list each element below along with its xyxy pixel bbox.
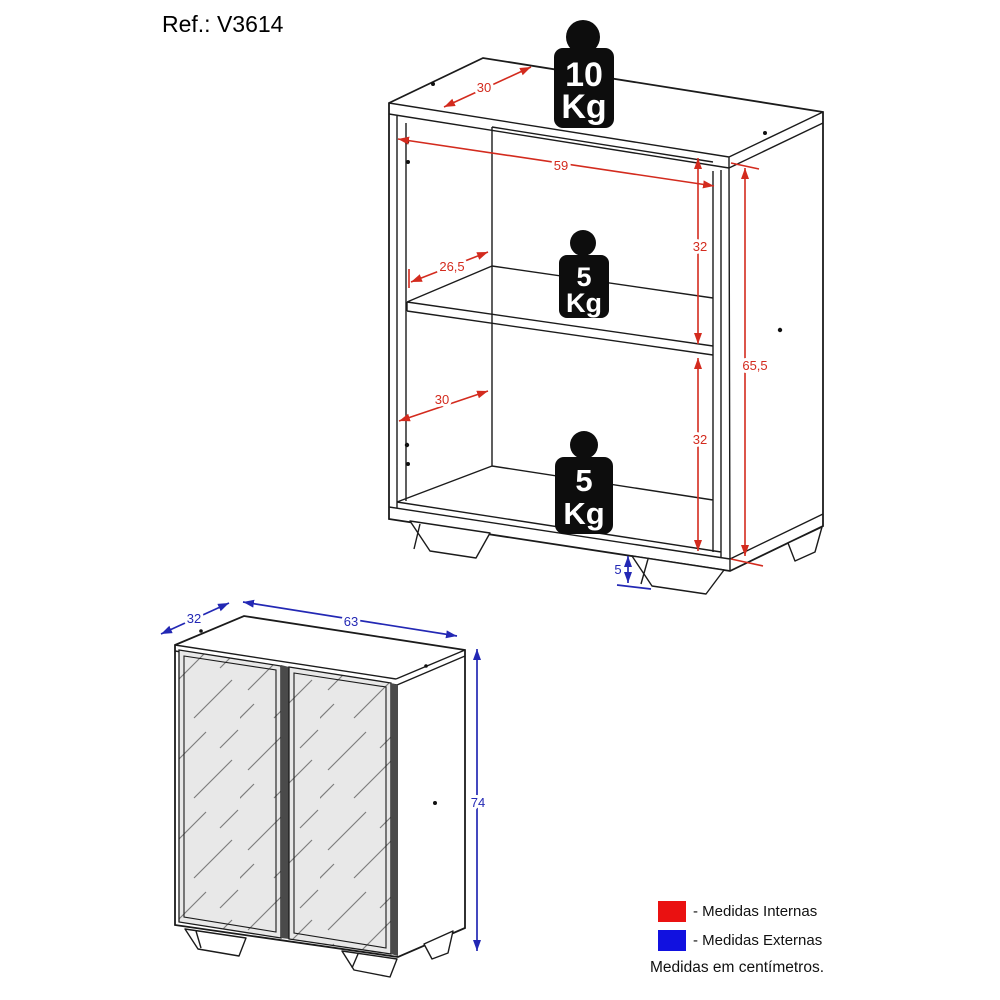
weight-5kg-value: 5 [575,463,592,498]
dim-width-label: 63 [344,614,358,629]
dim-upper-height: 32 [690,158,710,344]
dim-extension-tick [730,162,764,567]
dim-height-label: 74 [471,795,485,810]
kettlebell-knob [570,431,598,459]
open-cabinet-structure-lines [388,102,824,571]
dim-extension-tick [616,584,652,590]
closed-cabinet-drawing: 32 63 74 [160,599,488,978]
page-title: Ref.: V3614 [162,11,284,37]
cam-hole-dot [777,327,783,333]
cabinet-foot [184,928,247,957]
mirror-door-left-frame [183,655,277,933]
dim-lower-height-label: 32 [693,432,707,447]
cabinet-foot [423,930,454,960]
cam-hole-dot [424,664,428,668]
cam-hole-dot [433,801,437,805]
legend-internal-label: - Medidas Internas [693,903,818,920]
cabinet-foot [787,526,823,562]
dim-depth-label: 32 [187,611,201,626]
cam-hole-dot [406,160,410,164]
legend: - Medidas Internas - Medidas Externas Me… [650,901,824,977]
measurement-unit-note: Medidas em centímetros. [650,959,825,976]
cam-hole-dot [431,82,435,86]
dim-top-depth-label: 30 [477,80,491,95]
external-color-swatch [658,930,686,951]
legend-item-external: - Medidas Externas [650,930,824,951]
mirror-door-left [178,649,282,939]
open-cabinet-drawing: 10 Kg 5 Kg 5 Kg 30 59 32 [388,20,824,595]
cam-hole-dot [763,131,767,135]
weight-10kg-unit: Kg [561,88,606,126]
cabinet-foot [341,950,398,978]
dim-side-height: 65,5 [730,162,771,567]
internal-color-swatch [658,901,686,922]
dim-bottom-depth: 30 [398,389,489,422]
kettlebell-knob [566,20,600,54]
kettlebell-knob [570,230,596,256]
mirror-door-right-frame [293,672,387,949]
weight-10kg-value: 10 [565,56,603,94]
dim-arrow [160,602,230,635]
weight-5kg-unit: Kg [566,288,602,318]
kettlebell-body [554,48,614,128]
weight-10kg: 10 Kg [554,20,614,128]
dim-arrow [443,66,532,108]
dim-shelf-depth: 26,5 [408,251,489,288]
dim-width: 63 [242,599,458,639]
dim-upper-height-label: 32 [693,239,707,254]
dim-foot-height: 5 [611,556,652,590]
cabinet-foot [409,520,491,559]
dim-side-height-label: 65,5 [742,358,767,373]
closed-cabinet-structure-lines [174,644,466,686]
dim-arrow [242,599,458,639]
weight-5kg-bottom: 5 Kg [555,431,613,534]
dim-lower-height: 32 [690,358,710,551]
dim-arrow [410,251,489,283]
dim-arrow [397,136,715,189]
weight-5kg-middle: 5 Kg [559,230,609,318]
cam-hole-dot [199,629,203,633]
dim-height: 74 [468,649,488,951]
door-side-edge [391,683,398,956]
cam-hole-dot [406,462,410,466]
cabinet-foot [631,555,725,595]
cam-hole-dot [404,442,410,448]
dim-shelf-depth-label: 26,5 [439,259,464,274]
kettlebell-body [555,457,613,534]
mirror-door-right [288,666,392,955]
dim-inner-width: 59 [397,136,715,189]
door-gap-edge [281,665,289,939]
dim-bottom-depth-label: 30 [435,392,449,407]
weight-5kg-unit: Kg [563,496,604,531]
dim-arrow [398,390,489,422]
weight-5kg-value: 5 [576,262,591,292]
legend-external-label: - Medidas Externas [693,932,823,949]
dim-inner-width-label: 59 [554,158,568,173]
dim-depth: 32 [160,602,230,635]
dim-foot-height-label: 5 [614,562,621,577]
dim-top-depth: 30 [443,66,532,108]
kettlebell-body [559,255,609,318]
legend-item-internal: - Medidas Internas [650,901,824,922]
